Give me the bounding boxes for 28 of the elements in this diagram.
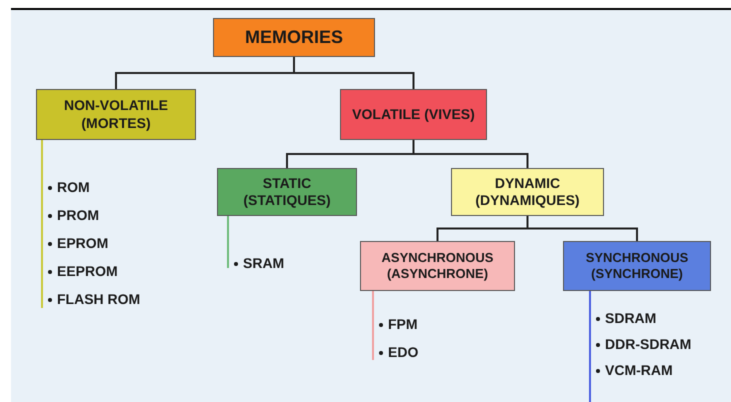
category-box	[563, 241, 711, 291]
category-label: MEMORIES	[244, 26, 344, 49]
list-item: EPROM	[57, 234, 108, 253]
category-label: ASYNCHRONOUS (ASYNCHRONE)	[380, 250, 494, 282]
category-label: NON-VOLATILE (MORTES)	[63, 97, 169, 132]
category-box	[360, 241, 515, 291]
list-item: FLASH ROM	[57, 290, 140, 309]
list-item: VCM-RAM	[605, 361, 673, 380]
list-item: EDO	[388, 343, 418, 362]
connector-line	[526, 216, 638, 241]
category-label: DYNAMIC (DYNAMIQUES)	[474, 174, 581, 210]
list-item: SDRAM	[605, 309, 656, 328]
list-item: EEPROM	[57, 262, 118, 281]
category-box	[36, 89, 196, 140]
list-item: SRAM	[243, 254, 284, 273]
connector-line	[293, 57, 414, 89]
category-box	[340, 89, 487, 140]
list-item: PROM	[57, 206, 99, 225]
category-box	[451, 168, 604, 216]
category-label: SYNCHRONOUS (SYNCHRONE)	[584, 250, 690, 282]
category-label: VOLATILE (VIVES)	[351, 106, 476, 124]
list-item: ROM	[57, 178, 90, 197]
list-item: FPM	[388, 315, 418, 334]
category-label: STATIC (STATIQUES)	[242, 174, 332, 210]
category-box	[217, 168, 357, 216]
connector-line	[412, 140, 528, 168]
list-item: DDR-SDRAM	[605, 335, 692, 354]
category-box	[213, 18, 375, 57]
